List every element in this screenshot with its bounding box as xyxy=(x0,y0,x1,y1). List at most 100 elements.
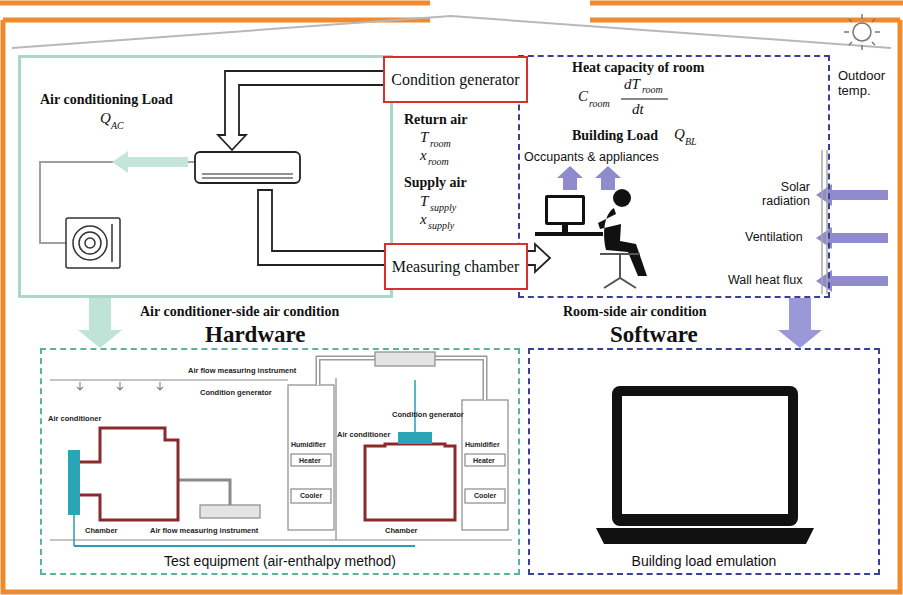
annotation: Outdoor temp. xyxy=(838,68,894,98)
test-room-drawing xyxy=(50,379,288,380)
node-text: Room-side air condition xyxy=(563,304,707,320)
part-label: Chamber xyxy=(85,526,118,535)
test-room-drawing xyxy=(462,400,508,530)
process-box: Condition generator xyxy=(383,56,528,103)
orange-frame xyxy=(0,3,903,592)
test-room-drawing xyxy=(465,454,505,466)
part-label: Air conditioner xyxy=(337,430,390,439)
subscript: room xyxy=(428,156,449,167)
node-text: Condition generator xyxy=(391,71,519,89)
house-roof xyxy=(12,16,891,48)
region-outline xyxy=(528,348,880,575)
sun-icon xyxy=(853,23,871,41)
subscript: supply xyxy=(430,202,456,213)
fraction-bar xyxy=(621,99,668,100)
annotation: C xyxy=(578,88,588,105)
load-arrow xyxy=(112,151,188,173)
occupant-icon xyxy=(535,189,647,288)
annotation: x xyxy=(420,211,427,228)
heat-arrow xyxy=(595,166,621,190)
part-label: Air flow measuring instrument xyxy=(150,526,258,535)
part-label: Humidifier xyxy=(465,441,500,448)
outdoor-unit xyxy=(85,238,95,248)
sun-icon xyxy=(844,31,849,33)
test-room-drawing xyxy=(50,539,512,540)
occupant-icon xyxy=(545,195,585,225)
sun-icon xyxy=(861,45,863,50)
indoor-unit xyxy=(202,178,293,179)
node-text: Air conditioner-side air condition xyxy=(140,304,339,320)
part-label: Humidifier xyxy=(291,441,326,448)
orange-frame xyxy=(590,1,903,6)
sun-icon xyxy=(872,42,875,45)
subscript: BL xyxy=(685,136,697,147)
part-label: Chamber xyxy=(385,526,418,535)
outdoor-unit xyxy=(111,224,113,262)
load-arrow xyxy=(112,151,188,173)
wall xyxy=(821,150,823,294)
part-label: Condition generator xyxy=(200,388,272,397)
node-text: Measuring chamber xyxy=(392,258,520,276)
subscript: AC xyxy=(111,120,124,131)
part-label: Condition generator xyxy=(392,410,464,419)
annotation: Building Load xyxy=(572,128,658,144)
orange-frame xyxy=(0,1,430,6)
occupant-icon xyxy=(535,232,603,236)
part-label: Air flow measuring instrument xyxy=(188,366,296,375)
outdoor-unit xyxy=(66,218,120,268)
fraction-bar xyxy=(621,99,668,100)
laptop-icon xyxy=(622,396,788,514)
sun-icon xyxy=(872,19,875,22)
flow-arrow xyxy=(778,298,822,348)
outdoor-unit xyxy=(73,226,107,260)
sun-icon xyxy=(849,42,852,45)
test-room-drawing xyxy=(200,505,260,518)
annotation: dT xyxy=(624,76,640,93)
test-room-drawing xyxy=(375,352,435,366)
annotation: Heat capacity of room xyxy=(572,60,704,76)
chamber-duct xyxy=(80,428,178,520)
chamber-duct xyxy=(365,444,455,520)
annotation: Supply air xyxy=(404,175,467,191)
occupant-icon xyxy=(600,254,640,288)
test-room-drawing xyxy=(288,385,334,530)
indoor-unit xyxy=(202,174,293,175)
flow-arrow xyxy=(78,298,122,348)
subscript: supply xyxy=(428,220,454,231)
sun-icon xyxy=(844,14,880,50)
annotation: x xyxy=(420,147,427,164)
air-conditioner-unit xyxy=(398,432,432,444)
occupant-icon xyxy=(548,198,582,222)
annotation: Return air xyxy=(404,112,467,128)
occupant-icon xyxy=(598,208,647,276)
orange-frame xyxy=(590,18,900,23)
annotation: T xyxy=(420,193,428,210)
panel: SoftwareBuilding load emulation xyxy=(528,322,880,577)
subscript: room xyxy=(642,84,663,95)
part-label: Heater xyxy=(473,457,495,464)
test-room-drawing xyxy=(50,352,512,546)
house-roof xyxy=(12,16,891,48)
air-flow-arrow xyxy=(218,71,393,150)
air-conditioner-unit xyxy=(68,450,80,515)
test-room-drawing xyxy=(335,378,336,540)
test-room-drawing xyxy=(74,545,415,547)
region-outline xyxy=(518,55,830,298)
annotation: dt xyxy=(632,101,644,118)
annotation: Air conditioning Load xyxy=(40,92,173,108)
occupant-icon xyxy=(613,189,631,207)
annotation: T xyxy=(420,129,428,146)
heat-arrow xyxy=(557,166,583,190)
process-box: Measuring chamber xyxy=(384,243,528,290)
outdoor-unit xyxy=(79,232,101,254)
region-outline xyxy=(18,55,393,298)
indoor-unit xyxy=(195,152,300,183)
sun-icon xyxy=(849,19,852,22)
test-room-drawing xyxy=(291,489,331,503)
annotation: Q xyxy=(100,110,111,127)
subscript: room xyxy=(589,98,610,109)
occupant-icon xyxy=(562,225,568,232)
test-room-drawing xyxy=(178,480,230,505)
wall xyxy=(822,150,827,294)
panel-heading: Hardware xyxy=(205,322,306,348)
